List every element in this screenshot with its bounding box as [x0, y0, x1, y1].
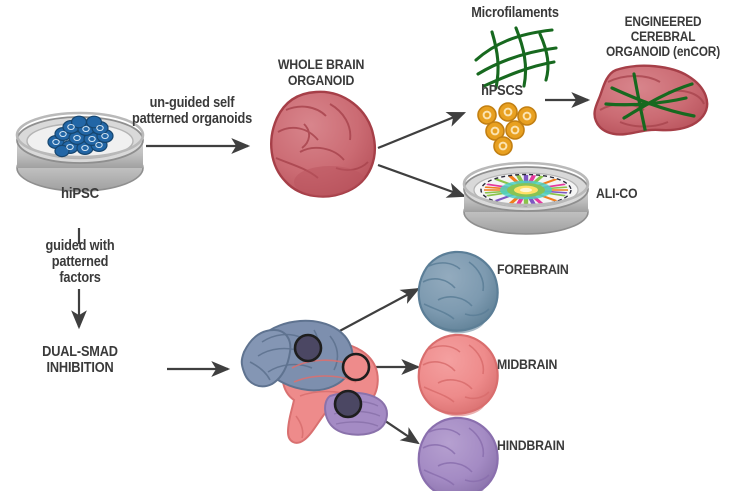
- forebrain-label: FOREBRAIN: [497, 261, 569, 277]
- encor-graphic: [593, 64, 709, 136]
- arrow-brain-forebrain: [307, 287, 420, 349]
- anatomical-brain-graphic: [240, 319, 388, 444]
- alico-label: ALI-CO: [596, 185, 638, 201]
- microfilaments-label: Microfilaments: [471, 5, 559, 21]
- hpscs-graphic: [477, 102, 537, 156]
- alico-radial-pattern: [480, 173, 572, 207]
- alico-dish-graphic: [462, 161, 590, 235]
- hipsc-cells: [47, 115, 114, 158]
- midbrain-organoid-graphic: [417, 333, 499, 417]
- whole-brain-organoid-graphic: [270, 90, 376, 198]
- hindbrain-label: HINDBRAIN: [497, 437, 565, 453]
- hipsc-dish-graphic: [15, 111, 145, 192]
- forebrain-organoid-graphic: [417, 250, 499, 334]
- arrow-to-alico: [377, 163, 467, 198]
- arrow-to-hpscs: [377, 111, 467, 150]
- hindbrain-organoid-graphic: [417, 416, 499, 491]
- hpscs-label: hPSCS: [481, 83, 523, 99]
- marker-hindbrain: [333, 389, 363, 419]
- arrow-brain-hindbrain: [359, 403, 420, 445]
- guided-arrow-label: guided with patterned factors: [45, 238, 115, 287]
- marker-forebrain: [293, 333, 323, 363]
- microfilaments-graphic: [474, 26, 558, 90]
- dual-smad-label: DUAL-SMAD INHIBITION: [42, 344, 118, 377]
- whole-brain-organoid-label: WHOLE BRAIN ORGANOID: [277, 56, 365, 88]
- hipsc-label: hiPSC: [60, 185, 100, 202]
- midbrain-label: MIDBRAIN: [497, 356, 558, 372]
- encor-label: ENGINEERED CEREBRAL ORGANOID (enCOR): [605, 14, 720, 60]
- unguided-arrow-label: un-guided self patterned organoids: [131, 95, 253, 128]
- marker-midbrain: [341, 352, 371, 382]
